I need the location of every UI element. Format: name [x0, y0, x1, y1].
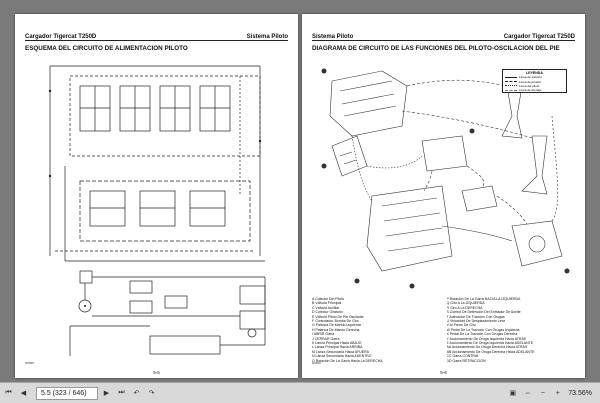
- callout-item: B Válvula Principal: [312, 301, 342, 306]
- legend-item-label: Línea de succión: [519, 75, 542, 80]
- callout-column-1: A Colector Del Piloto B Válvula Principa…: [312, 297, 443, 363]
- fit-width-icon[interactable]: ⇔: [524, 389, 532, 397]
- page-indicator-input[interactable]: 5.5 (323 / 646): [36, 386, 98, 400]
- callout-item: P Rotación De La Garra HACIA LA IZQUIERD…: [446, 297, 521, 301]
- callout-item: T Activación De Tracción Con Orugas: [446, 314, 505, 319]
- callout-item: M Lanza Secundaria Hacia AFUERA: [312, 349, 369, 354]
- zoom-level[interactable]: 73.56%: [568, 389, 592, 397]
- figure-tag: D0506: [312, 361, 321, 365]
- pilot-functions-diagram: [312, 56, 577, 370]
- callout-item: W Pedal De La Tracción Con Orugas Izquie…: [446, 327, 520, 332]
- forward-icon[interactable]: ↷: [148, 390, 155, 397]
- next-page-icon[interactable]: ▶: [103, 390, 110, 397]
- callout-item: N Lanza Secundaria Hacia ADENTRO: [312, 354, 372, 359]
- diagram-legend: LEYENDA Línea de succión Línea de presió…: [502, 69, 567, 93]
- callout-item: Y Accionamiento De Oruga Izquierda Hacia…: [446, 336, 527, 341]
- callout-list: A Colector Del Piloto B Válvula Principa…: [312, 297, 577, 363]
- legend-item-label: Línea de drenaje: [519, 88, 542, 93]
- callout-item: L Lanza Principal Hacia ARRIBA: [312, 345, 363, 350]
- callout-item: C Válvula Auxiliar: [312, 305, 340, 310]
- legend-item: Línea de succión: [503, 75, 566, 79]
- callout-item: F Controlador-Bomba De Giro: [312, 319, 359, 324]
- callout-item: K Lanza Principal Hacia ABAJO: [312, 341, 362, 346]
- pilot-functions-diagram-svg: [321, 68, 570, 289]
- page-number: 5-6: [440, 370, 447, 375]
- first-page-icon[interactable]: ⏮: [5, 389, 12, 396]
- page-header: Cargador Tigercat T250D Sistema Piloto: [25, 29, 288, 41]
- hydraulic-schematic: [25, 56, 290, 370]
- last-page-icon[interactable]: ⏭: [118, 389, 125, 396]
- page-left: Cargador Tigercat T250D Sistema Piloto E…: [15, 14, 298, 378]
- page-right: Sistema Piloto Cargador Tigercat T250D D…: [302, 14, 585, 378]
- callout-item: Q Giro A La IZQUIERDA: [446, 301, 485, 306]
- zoom-out-icon[interactable]: −: [540, 389, 545, 397]
- callout-column-2: P Rotación De La Garra HACIA LA IZQUIERD…: [447, 297, 578, 363]
- page-number: 5-5: [153, 370, 160, 375]
- callout-item: V Al Freno De Giro: [446, 323, 476, 328]
- header-left-text: Sistema Piloto: [312, 34, 354, 40]
- callout-item: G Palanca De Mando Izquierda: [312, 323, 361, 328]
- viewer-toolbar: ⏮ ◀ 5.5 (323 / 646) ▶ ⏭ ↶ ↷ ▣ ⇔ − + 73.5…: [0, 382, 600, 403]
- callout-item: O Rotación De La Garra Hacia La DERECHA: [312, 358, 383, 363]
- callout-item: X Pedal De La Tracción Con Orugas Derech…: [446, 332, 518, 337]
- callout-item: Z Accionamiento De Oruga Izquierda Hacia…: [446, 341, 534, 346]
- legend-title: LEYENDA: [526, 71, 543, 75]
- figure-tag: D0505: [25, 361, 34, 365]
- callout-item: DD Garra RETRACCIÓN: [446, 358, 486, 363]
- document-viewer[interactable]: Cargador Tigercat T250D Sistema Piloto E…: [0, 0, 600, 382]
- header-right-text: Cargador Tigercat T250D: [503, 34, 575, 40]
- page-header: Sistema Piloto Cargador Tigercat T250D: [312, 29, 575, 41]
- back-icon[interactable]: ↶: [133, 390, 140, 397]
- legend-item-label: Línea de presión: [519, 79, 542, 84]
- callout-item: H Palanca De Mando Derecha: [312, 327, 360, 332]
- callout-item: A Colector Del Piloto: [312, 297, 345, 301]
- fit-page-icon[interactable]: ▣: [509, 390, 517, 397]
- callout-item: U Velocidad De Desplazamiento Leve: [446, 319, 506, 324]
- callout-item: D Colector Giratorio: [312, 310, 343, 315]
- callout-item: BB Accionamiento De Oruga Derecha Hacia …: [446, 349, 535, 354]
- page-title: ESQUEMA DEL CIRCUITO DE ALIMENTACIÓN PIL…: [25, 45, 188, 52]
- callout-item: AA Accionamiento De Oruga Derecha Hacia …: [446, 345, 528, 350]
- prev-page-icon[interactable]: ◀: [20, 390, 27, 397]
- legend-item: Línea de presión: [503, 79, 566, 84]
- callout-item: I ABRIR Garra: [312, 332, 335, 337]
- header-left-text: Cargador Tigercat T250D: [25, 34, 97, 40]
- callout-item: R Giro A La DERECHA: [446, 305, 483, 310]
- callout-item: S Control De Detención Del Enfriador De …: [446, 310, 521, 315]
- legend-item: Línea de drenaje: [503, 88, 566, 92]
- header-right-text: Sistema Piloto: [246, 34, 288, 40]
- legend-item-label: Línea del piloto: [519, 83, 540, 88]
- callout-item: CC Garra CONTRAÍ: [446, 354, 479, 359]
- legend-item: Línea del piloto: [503, 84, 566, 88]
- zoom-in-icon[interactable]: +: [555, 389, 560, 397]
- page-title: DIAGRAMA DE CIRCUITO DE LAS FUNCIONES DE…: [312, 45, 560, 52]
- callout-item: J CERRAR Garra: [312, 336, 340, 341]
- callout-item: E Válvula Piloto De Pie Oscilante: [312, 314, 364, 319]
- pilot-supply-schematic-svg: [48, 65, 266, 356]
